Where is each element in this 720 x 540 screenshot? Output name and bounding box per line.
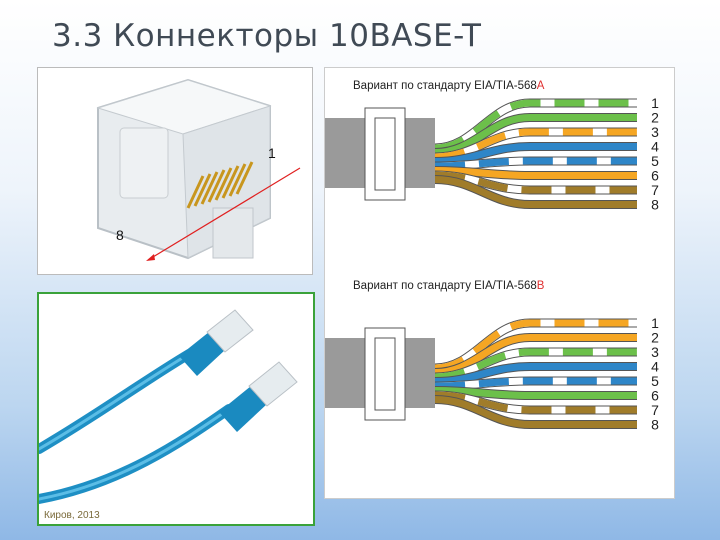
standard-a-wire-stripe-1 [434, 99, 637, 152]
standard-b-wire-4 [434, 363, 637, 385]
pin-direction-arrow [147, 167, 301, 261]
standard-a-pin-3: 3 [651, 124, 659, 140]
patch-cable-photo [34, 292, 315, 526]
standard-a-wire-8 [434, 176, 637, 208]
standard-a-wire-stripe-5 [434, 157, 637, 170]
boot-and-plug-2 [219, 361, 298, 432]
standard-b-diagram: 1TX+2TX-3RX+456RX-78 [325, 315, 706, 433]
rj45-connector-photo: 1 8 [37, 67, 313, 275]
standard-b-pin-6: 6 [651, 388, 659, 404]
standard-a-wire-stripe-7 [434, 171, 637, 194]
standard-a-diagram: 1TX+2TX-3RX+456RX-78 [325, 95, 706, 213]
standard-b-wire-stripe-3 [434, 348, 637, 381]
standard-b-pin-5: 5 [651, 373, 659, 389]
standard-a-pin-4: 4 [651, 139, 659, 155]
standard-a-pin-8: 8 [651, 197, 659, 213]
standard-a-clip-inner [374, 117, 396, 191]
standard-b-wire-2 [434, 334, 637, 376]
standard-b-pin-7: 7 [651, 402, 659, 418]
standard-a-pin-1: 1 [651, 95, 659, 111]
standard-a-pin-7: 7 [651, 182, 659, 198]
standard-b-pin-8: 8 [651, 417, 659, 433]
pin-1-label: 1 [268, 145, 276, 161]
standard-a-wire-2 [434, 114, 637, 156]
standard-b-heading: Вариант по стандарту EIA/TIA-568B [353, 280, 545, 292]
footer-credit: Киров, 2013 [44, 510, 100, 521]
standard-b-wire-6 [434, 387, 637, 399]
rj45-plug-illustration [96, 78, 272, 260]
patch-cable-illustration [34, 349, 234, 504]
standard-a-pin-5: 5 [651, 153, 659, 169]
wiring-diagrams-panel: Вариант по стандарту EIA/TIA-568A Вариан… [324, 67, 706, 499]
standard-b-wire-stripe-1 [434, 319, 637, 372]
standard-b-pin-2: 2 [651, 330, 659, 346]
standard-a-wire-stripe-3 [434, 128, 637, 161]
standard-b-clip-inner [374, 337, 396, 411]
standard-b-pin-3: 3 [651, 344, 659, 360]
standard-b-clip-outline [364, 327, 406, 421]
slide-title: 3.3 Коннекторы 10BASE-T [52, 18, 482, 54]
boot-and-plug-1 [179, 309, 254, 376]
standard-a-heading: Вариант по стандарту EIA/TIA-568A [353, 80, 545, 92]
standard-a-wire-4 [434, 143, 637, 165]
standard-b-wire-stripe-5 [434, 377, 637, 390]
pin-8-label: 8 [116, 227, 124, 243]
standard-b-wire-stripe-7 [434, 391, 637, 414]
standard-a-pin-6: 6 [651, 168, 659, 184]
standard-b-pin-1: 1 [651, 315, 659, 331]
standard-a-wire-6 [434, 167, 637, 179]
standard-a-pin-2: 2 [651, 110, 659, 126]
standard-b-pin-4: 4 [651, 359, 659, 375]
standard-b-wire-8 [434, 396, 637, 428]
standard-a-clip-outline [364, 107, 406, 201]
